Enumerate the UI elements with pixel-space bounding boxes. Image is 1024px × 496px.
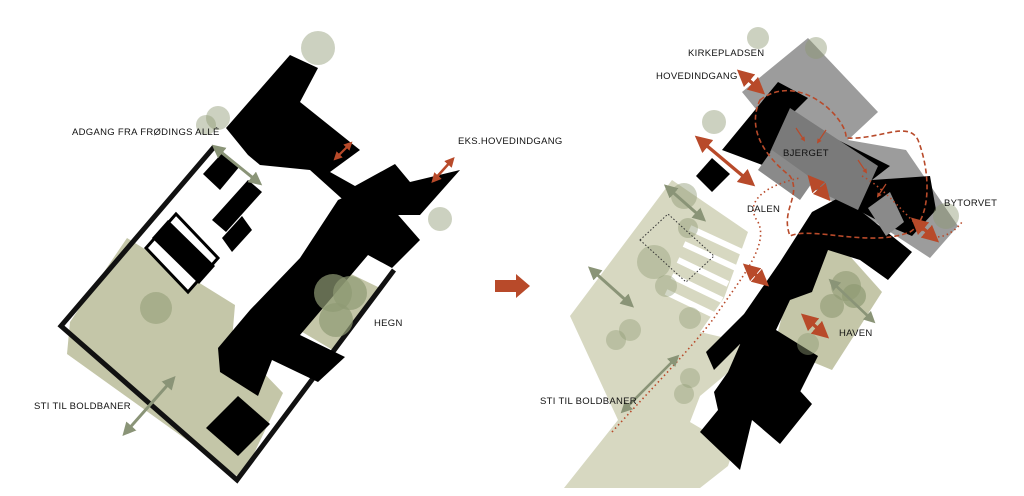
- tree-icon: [820, 294, 844, 318]
- label-existing-main-entrance: EKS.HOVEDINDGANG: [458, 136, 563, 147]
- label-access-frodings-alle: ADGANG FRA FRØDINGS ALLÉ: [72, 127, 220, 138]
- tree-icon: [805, 37, 827, 59]
- proposed-building-tip: [700, 340, 812, 470]
- double-arrow-icon: [663, 184, 707, 222]
- dashed-route-loop: [754, 89, 928, 239]
- right-arrow-icon: [495, 274, 530, 298]
- tree-icon: [702, 110, 726, 134]
- double-arrow-icon: [431, 157, 455, 183]
- existing-annex-d: [152, 220, 215, 284]
- existing-plan: ADGANG FRA FRØDINGS ALLÉ EKS.HOVEDINDGAN…: [34, 31, 563, 484]
- double-arrow-icon: [694, 135, 756, 187]
- arrow-icon: [876, 183, 887, 198]
- tree-icon: [619, 319, 641, 341]
- tree-icon: [428, 207, 452, 231]
- tree-icon: [319, 303, 353, 337]
- existing-annex-e: [222, 216, 252, 252]
- existing-building-tip: [206, 396, 270, 456]
- existing-annex-b: [212, 180, 262, 232]
- proposed-valley-light: [746, 196, 818, 262]
- double-arrow-icon: [742, 263, 770, 287]
- double-arrow-icon: [333, 141, 353, 161]
- tree-icon: [747, 27, 769, 49]
- tree-icon: [797, 333, 819, 355]
- tree-icon: [333, 276, 367, 310]
- tree-icon: [196, 115, 216, 135]
- tree-icon: [606, 330, 626, 350]
- double-arrow-icon: [122, 375, 176, 437]
- tree-icon: [674, 384, 694, 404]
- tree-icon: [206, 106, 230, 130]
- arrow-icon: [857, 159, 868, 174]
- label-path-to-ballfields-proposed: STI TIL BOLDBANER: [540, 396, 637, 407]
- label-the-garden: HAVEN: [839, 328, 873, 339]
- proposed-roof-steps: [758, 150, 814, 200]
- double-arrow-icon: [807, 174, 831, 202]
- label-fence: HEGN: [374, 318, 403, 329]
- tree-icon: [679, 307, 701, 329]
- existing-annex-a: [203, 152, 240, 190]
- label-main-entrance: HOVEDINDGANG: [656, 71, 738, 82]
- double-arrow-icon: [620, 354, 680, 414]
- tree-icon: [637, 245, 671, 279]
- double-arrow-icon: [800, 313, 830, 339]
- proposed-mountain-roof: [770, 108, 878, 210]
- tree-icon: [678, 218, 698, 238]
- tree-icon: [140, 292, 172, 324]
- double-arrow-icon: [211, 144, 263, 186]
- double-arrow-icon: [587, 266, 635, 308]
- double-arrow-icon: [910, 217, 940, 243]
- label-path-to-ballfields: STI TIL BOLDBANER: [34, 401, 131, 412]
- proposed-building-south: [706, 196, 912, 392]
- tree-icon: [933, 203, 959, 229]
- double-arrow-icon: [736, 69, 766, 95]
- label-the-valley: DALEN: [747, 204, 780, 215]
- double-arrow-icon: [828, 278, 876, 324]
- tree-icon: [680, 368, 700, 388]
- arrow-icon: [795, 127, 806, 142]
- tree-icon: [301, 31, 335, 65]
- terrace-stripes: [664, 225, 744, 319]
- arrow-icon: [816, 129, 827, 144]
- existing-building-north: [226, 55, 460, 215]
- dotted-field-outline: [639, 213, 715, 283]
- tree-icon: [655, 275, 677, 297]
- proposed-plan: KIRKEPLADSEN HOVEDINDGANG BJERGET DALEN …: [540, 27, 997, 488]
- label-the-mountain: BJERGET: [783, 148, 829, 159]
- proposed-roof-steps-east: [868, 192, 904, 236]
- label-church-square: KIRKEPLADSEN: [688, 48, 764, 59]
- label-town-square: BYTORVET: [944, 198, 997, 209]
